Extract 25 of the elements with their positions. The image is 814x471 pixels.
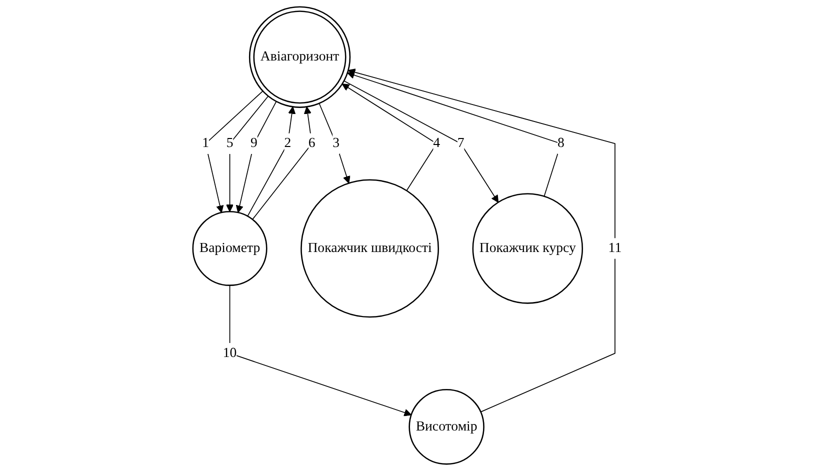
- node-circle: Авіагоризонт: [248, 6, 350, 108]
- arrow: [226, 96, 268, 212]
- node-circle: Покажчик курсу: [472, 193, 583, 304]
- edge-label: 11: [608, 240, 622, 256]
- edge-label: 2: [284, 136, 291, 151]
- arrow: [229, 284, 412, 416]
- arrow: [246, 106, 296, 217]
- arrow: [252, 106, 312, 220]
- node-circle: Варіометр: [192, 210, 268, 286]
- node-circle: Висотомір: [408, 388, 484, 465]
- edge-label: 8: [557, 136, 564, 151]
- arrow: [236, 101, 276, 213]
- edge-label: 6: [308, 136, 316, 151]
- edge-label: 5: [226, 136, 233, 151]
- edge-label: 3: [332, 136, 340, 151]
- edge-label: 10: [222, 346, 236, 360]
- arrow: [343, 80, 498, 203]
- edge-label: 4: [432, 136, 440, 151]
- edge-label: 1: [202, 136, 209, 151]
- edge-label: 9: [250, 136, 258, 151]
- node-circle: Покажчик швидкості: [300, 179, 439, 318]
- edge-label: 7: [457, 136, 464, 151]
- arrow: [318, 102, 350, 184]
- arrow: [348, 68, 616, 412]
- arrow: [204, 90, 263, 213]
